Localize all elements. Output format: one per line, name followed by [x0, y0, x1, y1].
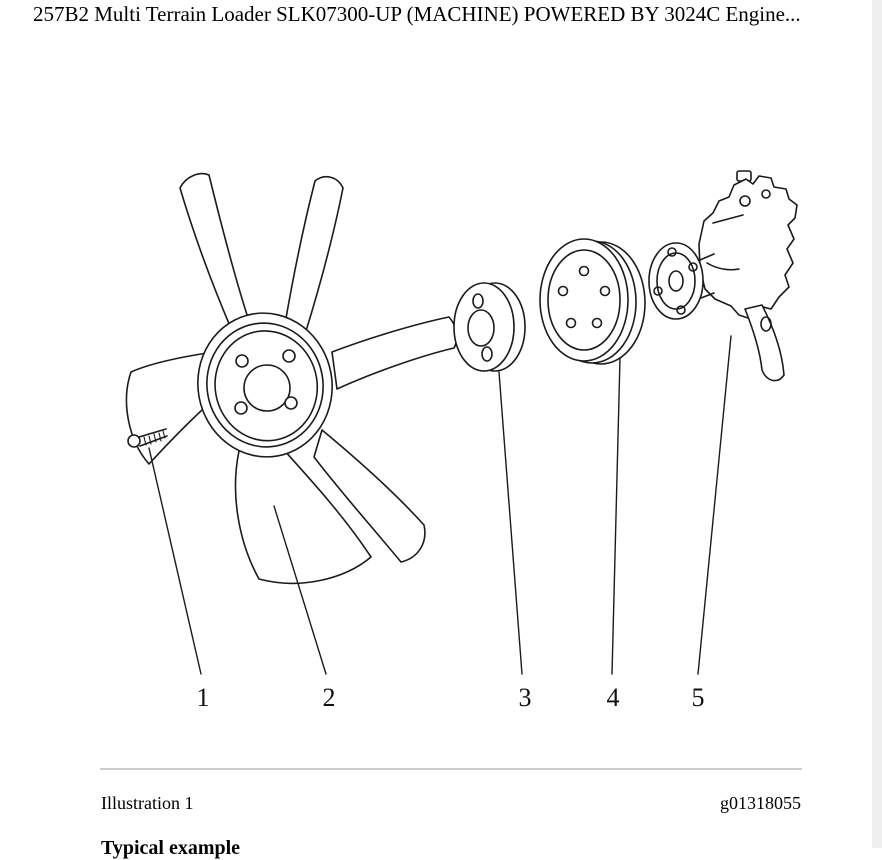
fan-hub-bore: [243, 364, 291, 412]
leader-line-4: [611, 357, 621, 675]
callout-number-2: 2: [323, 683, 336, 712]
callout-number-1: 1: [197, 683, 210, 712]
callout-numbers: 1 2 3 4 5: [197, 683, 705, 712]
footer-partial-heading: Typical example: [101, 837, 241, 859]
caption-row: Illustration 1 g01318055: [101, 793, 801, 814]
fan-blade: [313, 429, 426, 563]
fan-blade: [125, 351, 215, 465]
fan-bolt-hole: [282, 349, 296, 363]
fan-blade: [179, 172, 253, 334]
leader-line-5: [697, 335, 732, 675]
fan-blade: [234, 448, 372, 585]
callout-number-3: 3: [519, 683, 532, 712]
water-pump-drawing: [648, 170, 798, 382]
water-pump-flange: [648, 242, 704, 320]
bolt-drawing: [127, 428, 168, 448]
page-title: 257B2 Multi Terrain Loader SLK07300-UP (…: [33, 2, 801, 26]
caption-divider: [100, 768, 802, 770]
leader-line-2: [273, 505, 327, 675]
fan-bolt-hole: [234, 401, 248, 415]
page-edge: [872, 0, 882, 848]
fan-drawing: [125, 172, 458, 585]
illustration-label: Illustration 1: [101, 793, 194, 813]
leader-line-3: [498, 371, 523, 675]
fan-pulley-drawing: [539, 238, 646, 365]
spacer-drawing: [453, 282, 526, 372]
fan-bolt-hole: [235, 354, 249, 368]
leader-lines: [148, 335, 732, 675]
fan-blade: [284, 176, 344, 332]
fan-bolt-hole: [284, 396, 298, 410]
callout-number-5: 5: [692, 683, 705, 712]
callout-number-4: 4: [607, 683, 620, 712]
figure-id: g01318055: [720, 793, 801, 813]
leader-line-1: [148, 447, 202, 675]
fan-blade: [331, 316, 458, 390]
water-pump-handle: [744, 304, 785, 382]
